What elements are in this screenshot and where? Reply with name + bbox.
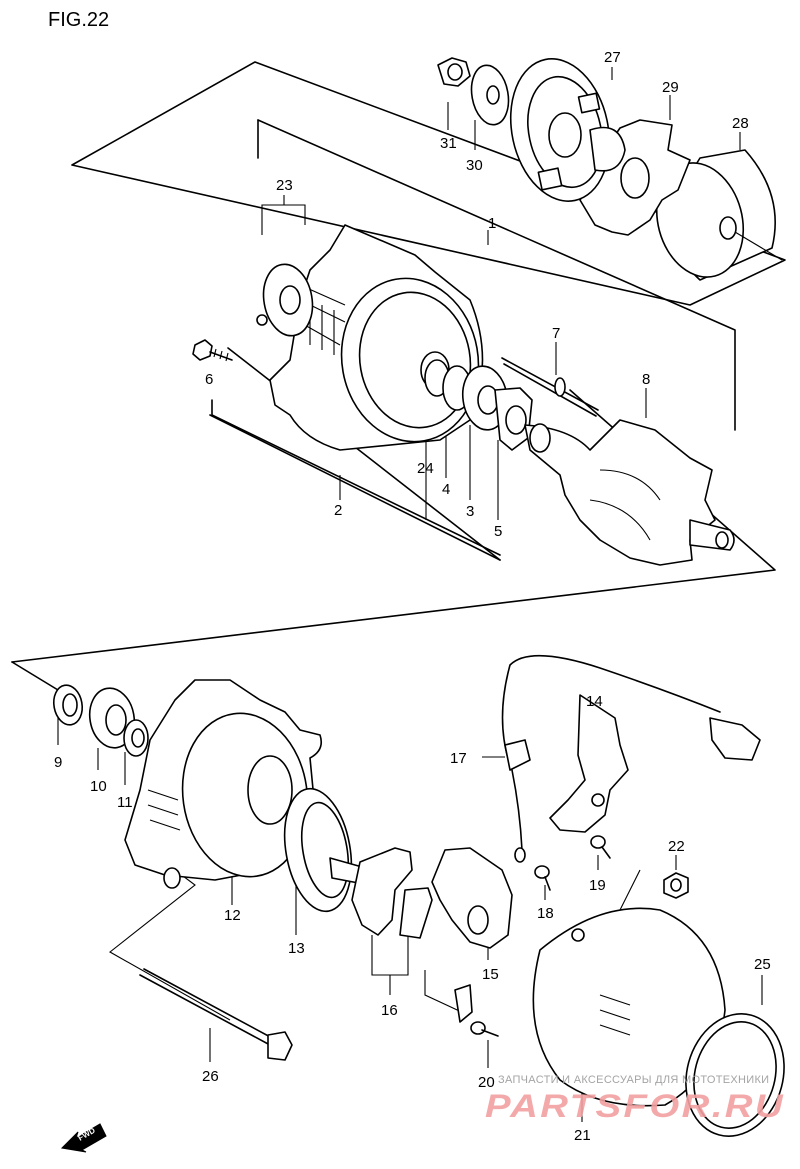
- callout-23: 23: [276, 177, 293, 194]
- callout-12: 12: [224, 907, 241, 924]
- callout-4: 4: [442, 481, 450, 498]
- callout-10: 10: [90, 778, 107, 795]
- sensor-14: [549, 694, 629, 833]
- screw-18: [534, 865, 551, 891]
- callout-16: 16: [381, 1002, 398, 1019]
- drive-end-housing: [269, 224, 484, 451]
- watermark: ЗАПЧАСТИ И АКСЕССУАРЫ ДЛЯ МОТОТЕХНИКИ PA…: [485, 1074, 785, 1124]
- wire-harness-17: [501, 654, 761, 863]
- callout-28: 28: [732, 115, 749, 132]
- callout-22: 22: [668, 838, 685, 855]
- callout-29: 29: [662, 79, 679, 96]
- callout-15: 15: [482, 966, 499, 983]
- pulley: [655, 149, 783, 281]
- screw-20: [454, 984, 499, 1037]
- stud-7: [501, 357, 599, 417]
- rotor-8: [524, 419, 735, 566]
- figure-title: FIG.22: [48, 9, 109, 31]
- watermark-main-text: PARTSFOR.RU: [485, 1088, 785, 1124]
- callout-21: 21: [574, 1127, 591, 1144]
- bearing-10: [88, 687, 136, 749]
- through-bolt-26: [139, 968, 293, 1061]
- callout-18: 18: [537, 905, 554, 922]
- end-cap-25: [685, 1013, 785, 1137]
- callout-24: 24: [417, 460, 434, 477]
- bolt-6: [192, 339, 233, 362]
- callout-6: 6: [205, 371, 213, 388]
- callout-25: 25: [754, 956, 771, 973]
- callout-7: 7: [552, 325, 560, 342]
- nut-22: [663, 872, 689, 899]
- washer-30: [470, 64, 510, 126]
- callout-26: 26: [202, 1068, 219, 1085]
- callout-17: 17: [450, 750, 467, 767]
- callout-13: 13: [288, 940, 305, 957]
- callout-30: 30: [466, 157, 483, 174]
- ring-9: [52, 684, 84, 726]
- callout-31: 31: [440, 135, 457, 152]
- screw-19: [590, 835, 611, 859]
- rear-housing-12: [124, 679, 323, 889]
- callout-2: 2: [334, 502, 342, 519]
- callout-27: 27: [604, 49, 621, 66]
- callout-20: 20: [478, 1074, 495, 1091]
- callout-19: 19: [589, 877, 606, 894]
- bearing-stack: [424, 359, 533, 451]
- callout-11: 11: [117, 794, 133, 811]
- callout-14: 14: [586, 693, 603, 710]
- callout-8: 8: [642, 371, 650, 388]
- callout-numbers: 1 2 3 4 5 6 7 8 9 10 11 12 13 14 15 16 1…: [54, 49, 771, 1144]
- collar-11: [123, 719, 149, 757]
- callout-9: 9: [54, 754, 62, 771]
- seal-23: [256, 263, 314, 337]
- pulley-boss: [509, 58, 626, 202]
- watermark-top-text: ЗАПЧАСТИ И АКСЕССУАРЫ ДЛЯ МОТОТЕХНИКИ: [498, 1074, 769, 1086]
- callout-1: 1: [488, 215, 496, 232]
- nut-31: [437, 57, 471, 87]
- callout-5: 5: [494, 523, 502, 540]
- regulator-15: [431, 847, 513, 949]
- brush-holder-16: [351, 847, 433, 939]
- fwd-arrow-icon: FWD: [60, 1123, 107, 1153]
- callout-3: 3: [466, 503, 474, 520]
